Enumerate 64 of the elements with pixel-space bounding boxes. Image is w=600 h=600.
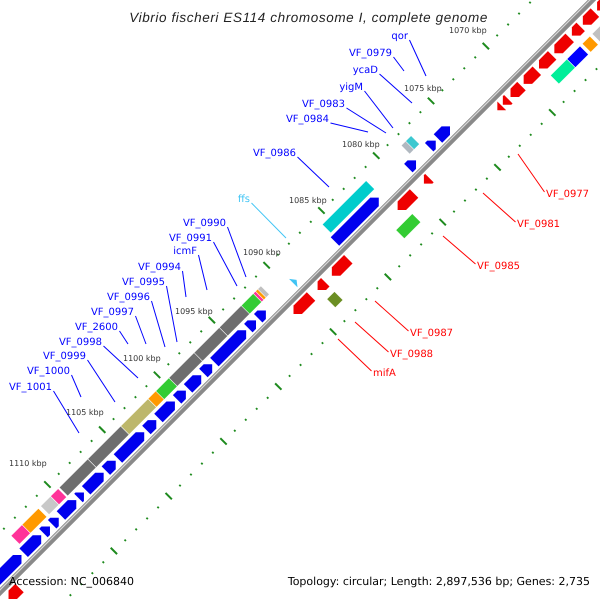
leader-line [393, 56, 404, 72]
gene-label: yigM [339, 83, 363, 93]
leader-line [198, 254, 208, 290]
leader-line [482, 192, 516, 222]
gene-label: qor [391, 32, 408, 42]
gene-label: VF_0987 [410, 329, 454, 339]
leader-line [518, 154, 545, 192]
gene-label: icmF [173, 247, 197, 257]
leader-line [354, 322, 389, 352]
gene-label: VF_1001 [8, 383, 52, 393]
scale-label: 1110 kbp [9, 460, 47, 468]
leader-line [346, 108, 386, 134]
gene-label: VF_0996 [106, 293, 150, 303]
leader-line [297, 156, 330, 188]
leader-line [87, 360, 116, 402]
gene-label: VF_0986 [252, 149, 296, 159]
scale-label: 1080 kbp [342, 141, 380, 149]
leader-line [213, 242, 238, 286]
leader-line [227, 226, 246, 278]
scale-label: 1090 kbp [243, 249, 281, 257]
leader-line [379, 74, 412, 104]
gene-label: VF_0984 [286, 115, 329, 125]
leader-line [442, 236, 476, 264]
footer-text: Accession: NC_006840 [9, 576, 134, 587]
gene-label: VF_0981 [517, 220, 560, 230]
leader-line [330, 122, 368, 132]
scale-label: 1100 kbp [123, 355, 161, 363]
gene-label: VF_0988 [390, 350, 434, 360]
gene-label: VF_0994 [138, 263, 181, 273]
gene-label: VF_0983 [302, 100, 345, 110]
leader-line [71, 374, 82, 398]
leader-line [119, 330, 128, 344]
scale-label: 1075 kbp [404, 85, 442, 93]
leader-line [53, 390, 80, 434]
leader-line [151, 300, 166, 348]
scale-label: 1105 kbp [66, 409, 104, 417]
scale-label: 1085 kbp [289, 197, 327, 205]
scale-label: 1095 kbp [175, 308, 213, 316]
gene-label: VF_1000 [26, 367, 70, 377]
gene-label: VF_0991 [168, 234, 212, 244]
gene-label: VF_0979 [348, 49, 392, 59]
gene-label: VF_0985 [477, 262, 520, 272]
leader-line [166, 286, 178, 342]
gene-label: ycaD [352, 66, 378, 76]
gene-label: VF_2600 [74, 323, 118, 333]
leader-line [409, 40, 426, 76]
leader-line [338, 338, 372, 372]
leader-line [374, 300, 409, 332]
gene-label: VF_0990 [182, 219, 226, 229]
leader-line [103, 346, 138, 378]
gene-label: VF_0995 [122, 278, 165, 288]
gene-label: ffs [238, 195, 250, 205]
scale-label: 1070 kbp [449, 27, 487, 35]
title: Vibrio fischeri ES114 chromosome I, complete genome [129, 11, 488, 24]
leader-line [364, 90, 394, 128]
gene-label: VF_0977 [546, 190, 590, 200]
gene-label: VF_0998 [58, 338, 102, 348]
leader-line [251, 202, 286, 238]
leader-line [135, 316, 146, 344]
gene-label: mifA [373, 369, 396, 379]
footer-text: Topology: circular; Length: 2,897,536 bp; Genes: 2,735 [288, 576, 590, 587]
gene-label: VF_0997 [90, 308, 134, 318]
leader-line [182, 270, 186, 298]
gene-label: VF_0999 [42, 352, 86, 362]
